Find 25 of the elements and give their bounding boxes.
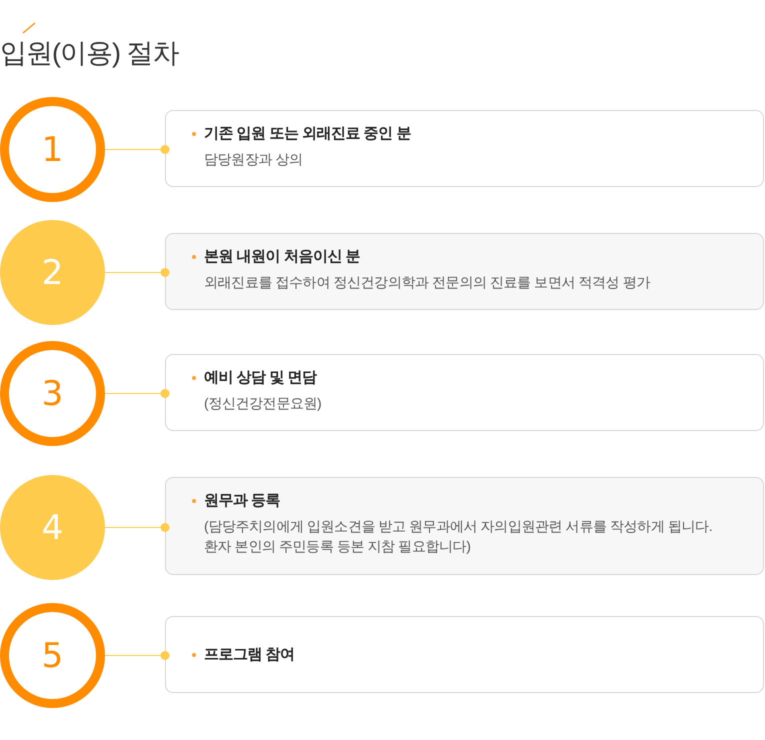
step-heading: 본원 내원이 처음이신 분 [204, 247, 360, 267]
step-circle: 5 [0, 603, 105, 708]
step-heading: 원무과 등록 [204, 491, 280, 511]
step-description: (정신건강전문요원) [204, 394, 322, 413]
connector [104, 651, 170, 660]
step-card [165, 616, 764, 693]
page-title: 입원(이용) 절차 [0, 37, 178, 70]
step-circle: 3 [0, 341, 105, 446]
step-circle: 1 [0, 97, 105, 202]
connector [104, 145, 170, 154]
step-card [165, 233, 764, 310]
step-description: (담당주치의에게 입원소견을 받고 원무과에서 자의입원관련 서류를 작성하게 됩니다. 환자 본인의 주민등록 등본 지참 필요합니다) [204, 517, 714, 556]
step-heading: 기존 입원 또는 외래진료 중인 분 [204, 124, 411, 144]
step-card [165, 477, 764, 575]
step-circle: 2 [0, 220, 105, 325]
connector [104, 523, 170, 532]
step-card [165, 354, 764, 431]
connector [104, 268, 170, 277]
step-card [165, 110, 764, 187]
step-heading: 프로그램 참여 [204, 645, 295, 665]
connector [104, 389, 170, 398]
step-heading: 예비 상담 및 면담 [204, 368, 317, 388]
step-description: 담당원장과 상의 [204, 150, 304, 169]
step-description: 외래진료를 접수하여 정신건강의학과 전문의의 진료를 보면서 적격성 평가 [204, 273, 652, 292]
step-circle: 4 [0, 475, 105, 580]
